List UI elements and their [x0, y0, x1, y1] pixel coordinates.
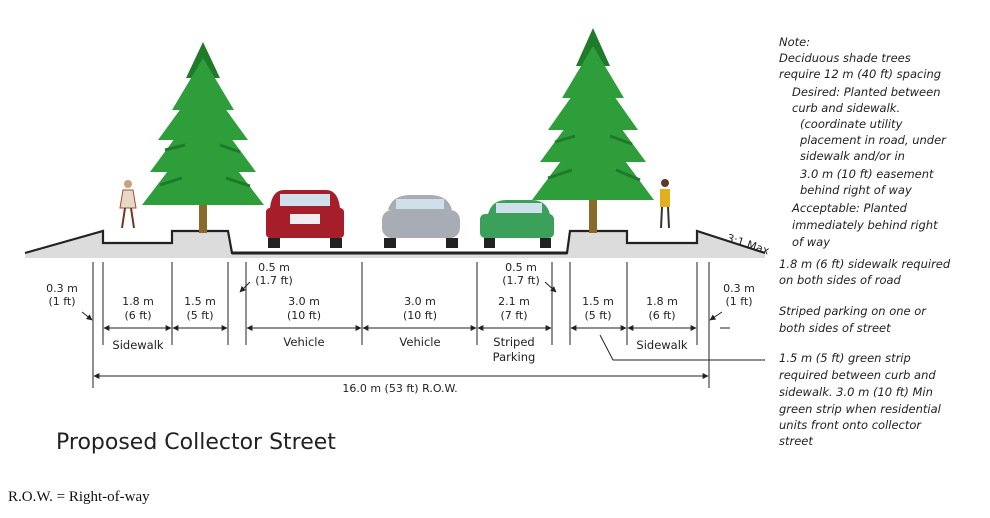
- note-trees-11: immediately behind right: [792, 218, 938, 232]
- note-trees-9: behind right of way: [800, 183, 912, 197]
- note-green-2: sidewalk. 3.0 m (10 ft) Min: [779, 385, 933, 399]
- seg2-ft: (5 ft): [186, 309, 213, 322]
- note-trees-10: Acceptable: Planted: [791, 201, 908, 215]
- gutter-left-ft: (1.7 ft): [255, 274, 293, 287]
- seg4-m: 3.0 m: [404, 295, 436, 308]
- note-green-0: 1.5 m (5 ft) green strip: [779, 351, 911, 365]
- segment-labels: 1.8 m (6 ft) Sidewalk 1.5 m (5 ft) 3.0 m…: [46, 261, 755, 395]
- seg3-label: Vehicle: [283, 335, 324, 349]
- edge-right-ft: (1 ft): [725, 295, 752, 308]
- note-trees-6: placement in road, under: [799, 133, 947, 147]
- note-trees-7: sidewalk and/or in: [800, 149, 905, 163]
- seg1-m: 1.8 m: [122, 295, 154, 308]
- notes-panel: Note: Deciduous shade trees require 12 m…: [779, 35, 951, 448]
- note-sidewalk-1: on both sides of road: [779, 273, 902, 287]
- edge-right-m: 0.3 m: [723, 282, 755, 295]
- seg3-ft: (10 ft): [287, 309, 321, 322]
- edge-left-ft: (1 ft): [48, 295, 75, 308]
- seg7-label: Sidewalk: [636, 338, 688, 352]
- pedestrian-right: [660, 179, 670, 229]
- note-trees-8: 3.0 m (10 ft) easement: [800, 167, 934, 181]
- note-trees-0: Note:: [779, 35, 810, 49]
- note-trees-2: require 12 m (40 ft) spacing: [779, 67, 941, 81]
- row-total-label: 16.0 m (53 ft) R.O.W.: [342, 382, 457, 395]
- seg5-label: Striped: [493, 335, 534, 349]
- note-trees-3: Desired: Planted between: [792, 85, 940, 99]
- note-green-3: green strip when residential: [779, 402, 942, 416]
- seg6-ft: (5 ft): [584, 309, 611, 322]
- gutter-right-ft: (1.7 ft): [502, 274, 540, 287]
- note-parking-0: Striped parking on one or: [779, 304, 927, 318]
- note-trees-5: (coordinate utility: [800, 117, 903, 131]
- footnote: R.O.W. = Right-of-way: [8, 489, 150, 505]
- seg5-ft: (7 ft): [500, 309, 527, 322]
- seg6-m: 1.5 m: [582, 295, 614, 308]
- gutter-right-m: 0.5 m: [505, 261, 537, 274]
- car-red: [266, 190, 344, 248]
- seg7-ft: (6 ft): [648, 309, 675, 322]
- gutter-left-m: 0.5 m: [258, 261, 290, 274]
- note-trees-4: curb and sidewalk.: [792, 101, 900, 115]
- car-gray: [382, 195, 460, 248]
- note-green-1: required between curb and: [779, 368, 936, 382]
- seg4-ft: (10 ft): [403, 309, 437, 322]
- seg1-ft: (6 ft): [124, 309, 151, 322]
- note-parking-1: both sides of street: [779, 321, 891, 335]
- note-trees-1: Deciduous shade trees: [779, 51, 911, 65]
- edge-left-m: 0.3 m: [46, 282, 78, 295]
- tree-left: [142, 42, 264, 233]
- seg3-m: 3.0 m: [288, 295, 320, 308]
- seg7-m: 1.8 m: [646, 295, 678, 308]
- car-green: [480, 200, 554, 248]
- note-trees-12: of way: [792, 235, 830, 249]
- ground-fill: [25, 231, 765, 258]
- tree-right: [532, 28, 654, 233]
- note-green-4: units front onto collector: [779, 418, 922, 432]
- seg5-label2: Parking: [493, 350, 536, 364]
- note-green-5: street: [779, 434, 813, 448]
- seg2-m: 1.5 m: [184, 295, 216, 308]
- seg5-m: 2.1 m: [498, 295, 530, 308]
- note-sidewalk-0: 1.8 m (6 ft) sidewalk required: [779, 257, 951, 271]
- diagram-title: Proposed Collector Street: [56, 430, 336, 455]
- dimension-ticks: [92, 262, 710, 388]
- seg1-label: Sidewalk: [112, 338, 164, 352]
- segment-dims: [81, 281, 765, 379]
- seg4-label: Vehicle: [399, 335, 440, 349]
- pedestrian-left: [119, 180, 137, 229]
